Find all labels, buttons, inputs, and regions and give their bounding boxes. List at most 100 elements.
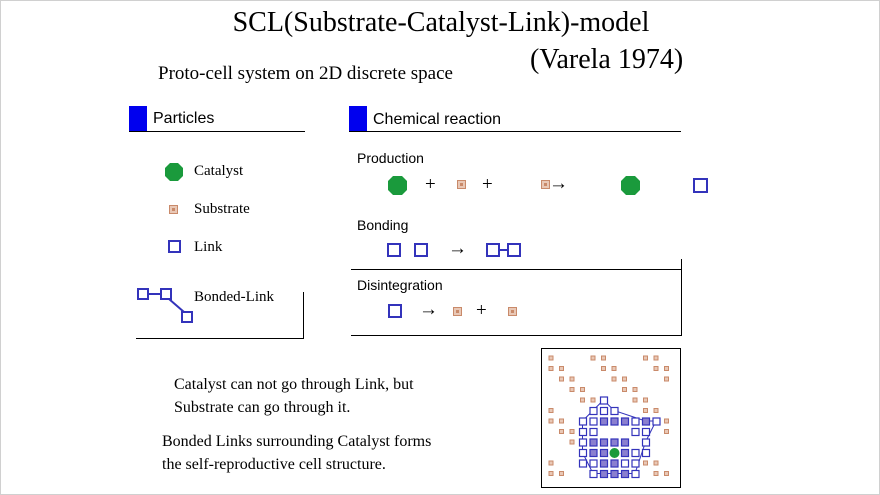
sim-catalyst <box>609 448 620 458</box>
substrate-label: Substrate <box>194 201 250 217</box>
sim-link <box>631 427 640 437</box>
sim-substrate <box>622 376 627 382</box>
bonding-frame-bottom <box>351 269 681 270</box>
catalyst-label: Catalyst <box>194 163 244 179</box>
particles-frame-right <box>303 292 304 339</box>
sim-substrate <box>664 376 669 382</box>
sim-substrate <box>569 387 575 392</box>
sim-substrate <box>664 471 669 476</box>
link-icon <box>168 240 181 253</box>
sim-link <box>599 438 609 447</box>
disintegration-link-icon <box>388 304 402 318</box>
sim-link <box>599 417 609 426</box>
sim-substrate <box>643 408 648 413</box>
author-year: (Varela 1974) <box>530 44 684 75</box>
sim-link <box>641 417 651 426</box>
sim-link <box>610 406 619 416</box>
sim-substrate <box>632 387 638 392</box>
note-line-4: the self-reproductive cell structure. <box>162 456 386 473</box>
sim-substrate <box>601 366 606 371</box>
note-line-1: Catalyst can not go through Link, but <box>174 376 414 393</box>
sim-link <box>589 459 598 468</box>
sim-substrate <box>632 397 638 403</box>
bonding-label: Bonding <box>357 217 409 233</box>
production-plus-1: + <box>425 174 436 195</box>
particles-marker <box>129 106 147 131</box>
sim-substrate <box>653 460 659 466</box>
slide-subtitle: Proto-cell system on 2D discrete space <box>158 63 453 84</box>
sim-substrate <box>643 355 648 361</box>
sim-substrate <box>548 366 554 371</box>
disintegration-substrate-icon-2 <box>508 307 517 316</box>
sim-substrate <box>569 376 575 382</box>
sim-substrate <box>653 408 659 413</box>
cell-simulation-grid <box>541 348 681 488</box>
note-line-3: Bonded Links surrounding Catalyst forms <box>162 433 432 450</box>
sim-link <box>599 406 609 416</box>
sim-substrate <box>601 355 606 361</box>
sim-substrate <box>580 397 585 403</box>
sim-link <box>631 459 640 468</box>
sim-link <box>620 448 630 458</box>
sim-substrate <box>569 439 575 445</box>
sim-substrate <box>548 355 554 361</box>
sim-substrate <box>559 376 564 382</box>
sim-substrate <box>590 397 596 403</box>
sim-link <box>589 469 598 479</box>
sim-link <box>641 438 651 447</box>
sim-link <box>578 448 588 458</box>
sim-substrate <box>548 460 554 466</box>
sim-link <box>578 417 588 426</box>
sim-substrate <box>559 418 564 424</box>
sim-substrate <box>611 376 617 382</box>
sim-link <box>578 459 588 468</box>
sim-link <box>599 459 609 468</box>
sim-substrate <box>590 355 596 361</box>
slide-title: SCL(Substrate-Catalyst-Link)-model <box>232 7 650 38</box>
sim-link <box>589 417 598 426</box>
sim-link <box>620 469 630 479</box>
production-label: Production <box>357 150 424 166</box>
catalyst-icon <box>165 163 183 181</box>
disintegration-plus: + <box>476 300 487 321</box>
sim-link <box>620 438 630 447</box>
sim-substrate <box>664 366 669 371</box>
reaction-heading: Chemical reaction <box>373 111 502 128</box>
reaction-underline <box>349 131 681 132</box>
sim-link <box>652 417 661 426</box>
production-arrow: → <box>549 173 568 194</box>
bonding-frame-right <box>681 259 682 336</box>
sim-substrate <box>559 429 564 434</box>
bonded-link-icon <box>137 288 193 323</box>
bonding-result-icon <box>486 243 521 257</box>
sim-substrate <box>580 387 585 392</box>
sim-link <box>589 427 598 437</box>
sim-substrate <box>653 471 659 476</box>
sim-link <box>641 448 651 458</box>
sim-link <box>599 396 609 405</box>
sim-substrate <box>643 460 648 466</box>
sim-link <box>620 459 630 468</box>
sim-substrate <box>643 397 648 403</box>
sim-link <box>578 427 588 437</box>
sim-link <box>610 459 619 468</box>
particles-heading: Particles <box>153 110 215 127</box>
production-substrate-icon-1 <box>457 180 466 189</box>
sim-substrate <box>548 418 554 424</box>
production-plus-2: + <box>482 174 493 195</box>
sim-substrate <box>548 471 554 476</box>
particles-underline <box>129 131 305 132</box>
sim-link <box>610 438 619 447</box>
sim-substrate <box>559 471 564 476</box>
sim-link <box>589 406 598 416</box>
disintegration-label: Disintegration <box>357 277 443 293</box>
bonding-link-icon-2 <box>414 243 428 257</box>
sim-link <box>641 427 651 437</box>
reaction-marker <box>349 106 367 131</box>
sim-link <box>631 417 640 426</box>
sim-link <box>589 438 598 447</box>
sim-link <box>599 469 609 479</box>
bonded-link-label: Bonded-Link <box>194 289 274 305</box>
particles-frame-bottom <box>136 338 304 339</box>
